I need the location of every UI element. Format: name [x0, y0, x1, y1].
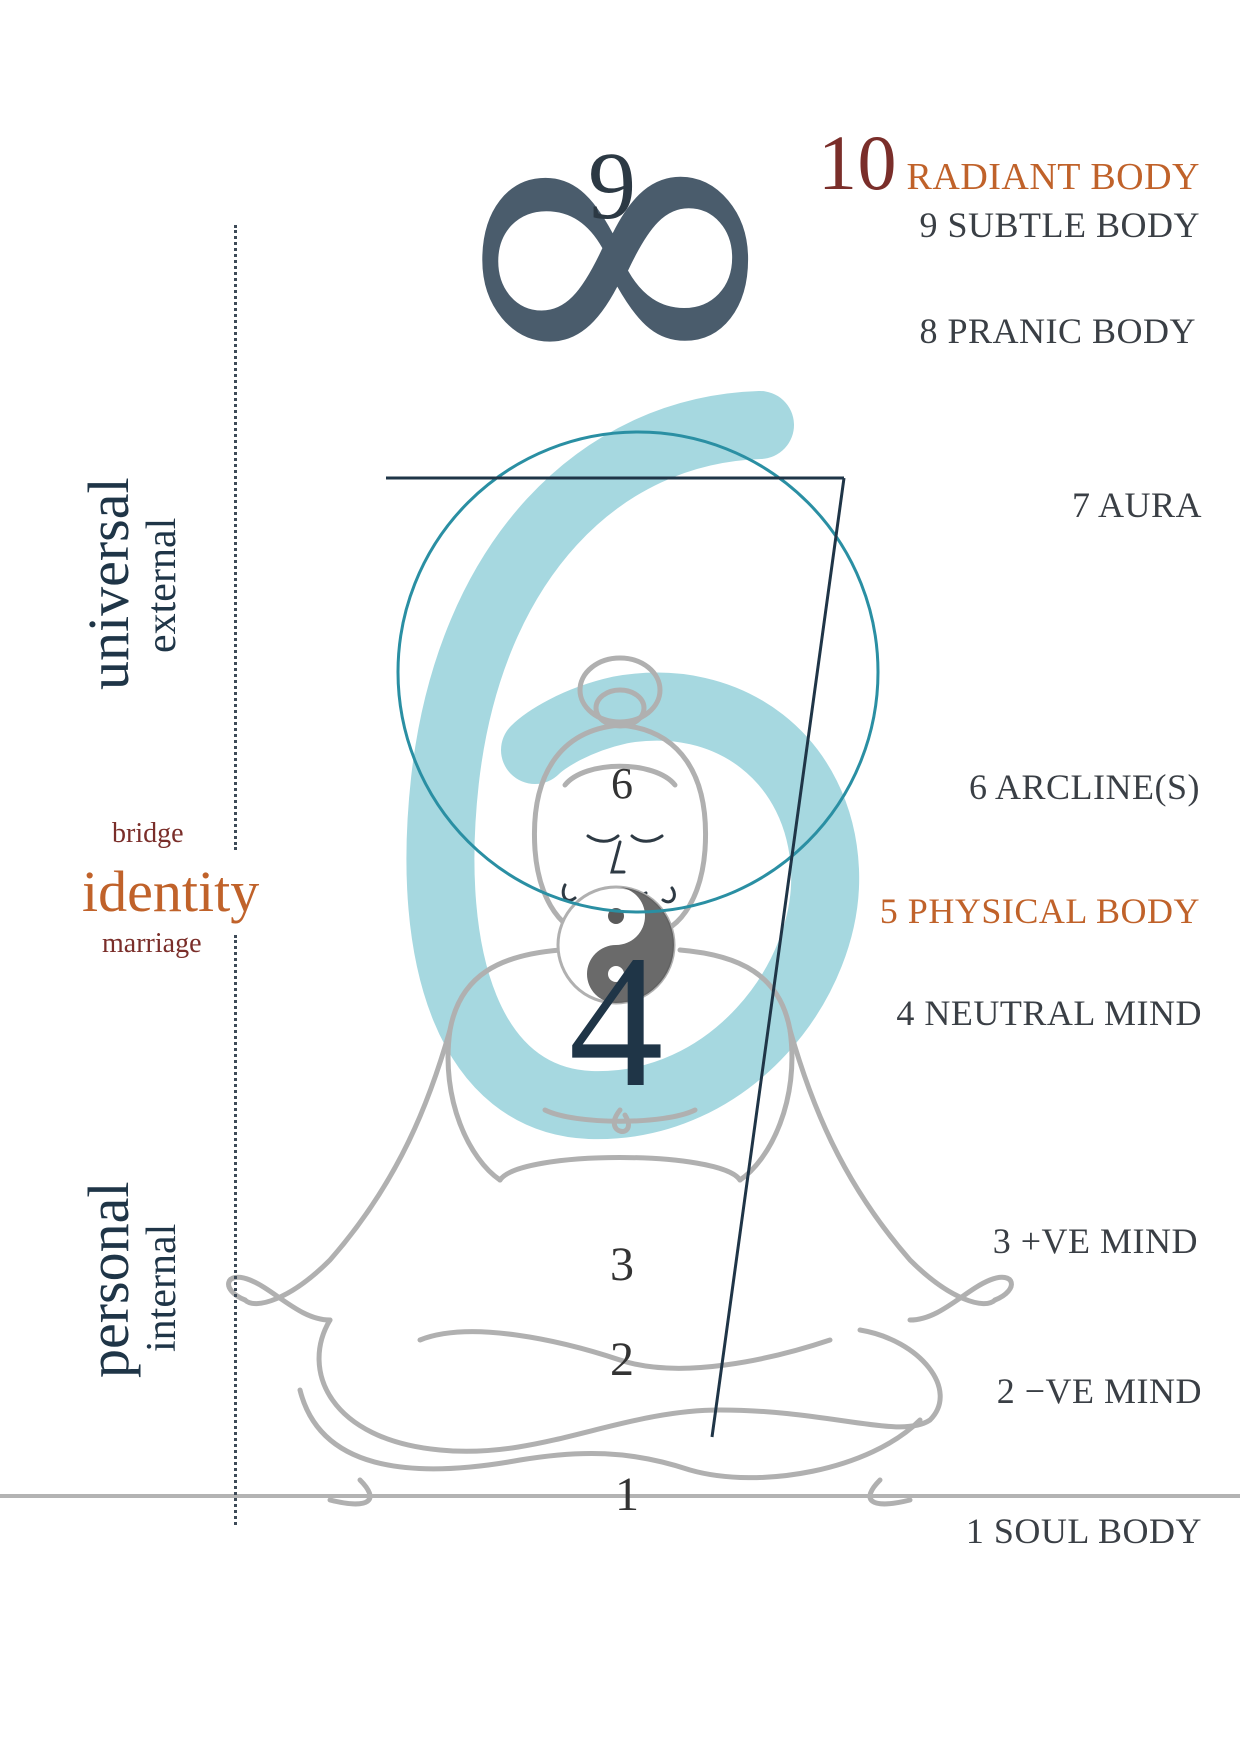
figure-number-1: 1 — [615, 1468, 639, 1521]
big-number-four: 4 — [569, 917, 664, 1127]
marriage-label: marriage — [102, 928, 202, 959]
body-5-label: 5 PHYSICAL BODY — [879, 891, 1200, 931]
big-six-shape — [406, 391, 860, 1140]
dotted-guide-upper — [234, 225, 237, 850]
body-3-label: 3 +VE MIND — [992, 1221, 1198, 1261]
body-10-number: 10 — [818, 119, 898, 206]
external-label: external — [139, 517, 185, 653]
body-9-label: 9 SUBTLE BODY — [919, 205, 1200, 245]
body-6-label: 6 ARCLINE(S) — [969, 767, 1200, 807]
figure-number-6: 6 — [611, 759, 633, 808]
bridge-label: bridge — [112, 818, 184, 849]
figure-number-2: 2 — [610, 1333, 634, 1386]
body-7-label: 7 AURA — [1071, 485, 1202, 525]
seven-lines — [386, 476, 846, 1438]
big-number-nine: 9 — [588, 132, 636, 239]
internal-label: internal — [139, 1223, 185, 1352]
universal-label: universal — [76, 477, 141, 690]
figure-number-3: 3 — [610, 1238, 634, 1291]
identity-label: identity — [82, 859, 260, 924]
body-2-label: 2 −VE MIND — [996, 1371, 1202, 1411]
body-1-label: 1 SOUL BODY — [965, 1511, 1202, 1551]
dotted-guide-lower — [234, 935, 237, 1525]
meditating-figure — [226, 655, 1014, 1507]
body-10-text: RADIANT BODY — [906, 156, 1200, 198]
body-10-label: 10 RADIANT BODY — [818, 118, 1200, 208]
body-8-label: 8 PRANIC BODY — [919, 311, 1196, 351]
body-4-label: 4 NEUTRAL MIND — [896, 993, 1202, 1033]
yin-yang-icon — [556, 885, 676, 1005]
infinity-symbol: ∞ — [436, 0, 794, 490]
aura-ring — [396, 430, 880, 914]
personal-label: personal — [76, 1181, 141, 1379]
